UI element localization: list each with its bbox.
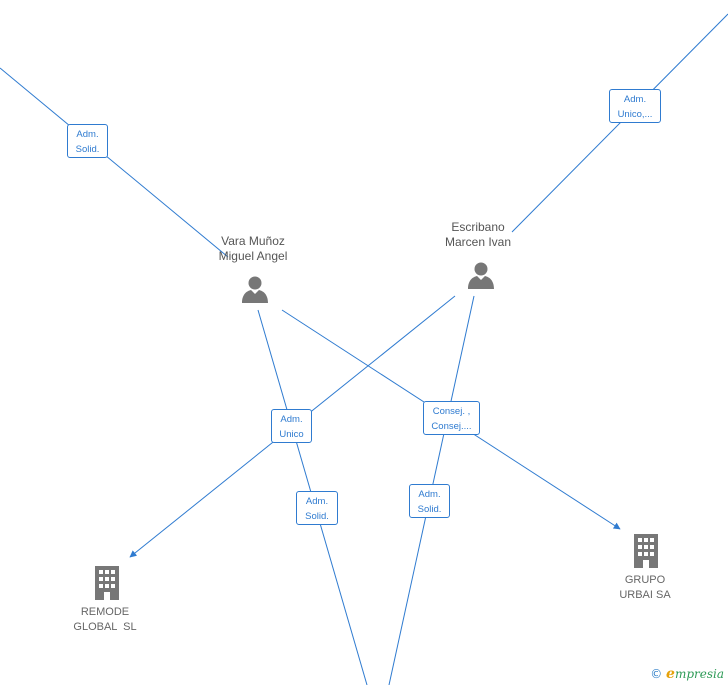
company-label-grupo[interactable]: GRUPO URBAI SA [619,573,670,603]
role-badge[interactable]: Adm. Solid. [67,124,108,158]
building-icon[interactable] [93,566,121,600]
person-label-escribano[interactable]: Escribano Marcen Ivan [445,220,511,250]
person-name-line1: Escribano [451,220,505,234]
company-name-line1: REMODE [80,606,130,618]
role-badge[interactable]: Adm. Unico,... [609,89,661,123]
role-badge[interactable]: Adm. Unico [271,409,312,443]
company-label-remode[interactable]: REMODE GLOBAL SL [73,605,136,635]
company-name-line2: URBAI SA [619,589,671,601]
person-name-line2: Miguel Angel [218,249,288,263]
person-icon[interactable] [466,260,496,290]
role-badge[interactable]: Adm. Solid. [296,491,338,525]
role-badge[interactable]: Adm. Solid. [409,484,450,518]
company-name-line2: GLOBAL SL [73,621,137,633]
person-name-line1: Vara Muñoz [221,234,285,248]
edge-offscreen-to-vara [0,67,229,258]
empresia-watermark: © empresia [650,666,724,682]
role-badge[interactable]: Consej. , Consej.... [423,401,480,435]
person-label-vara[interactable]: Vara Muñoz Miguel Angel [219,234,288,264]
copyright-symbol: © [650,667,663,681]
brand-initial: e [666,666,675,682]
brand-name: mpresia [674,667,724,681]
company-name-line1: GRUPO [624,574,666,586]
person-name-line2: Marcen Ivan [444,235,512,249]
person-icon[interactable] [240,274,270,304]
edge-offscreen-to-escribano [511,13,728,233]
building-icon[interactable] [632,534,660,568]
